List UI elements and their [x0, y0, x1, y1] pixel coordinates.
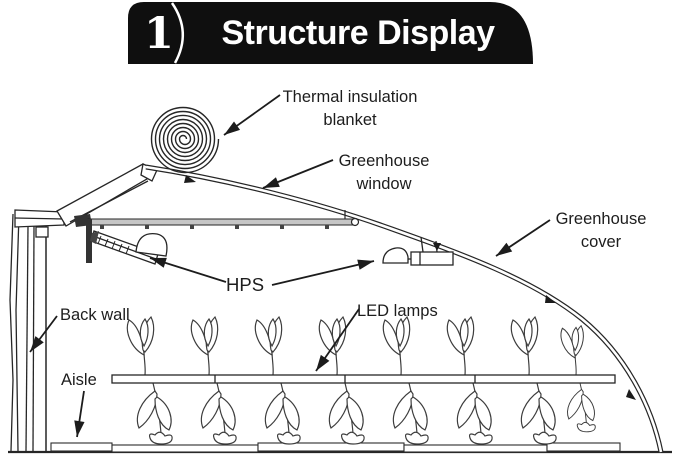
hps-lamp-right	[382, 236, 454, 266]
cover-fastener-ticks	[184, 175, 636, 400]
section-header-banner: 1 Structure Display	[128, 2, 534, 64]
section-number: 1	[144, 9, 174, 59]
greenhouse-cover-line	[145, 164, 664, 453]
label-greenhouse-cover: Greenhouse cover	[555, 210, 647, 252]
arrow-hps-right	[271, 259, 375, 286]
banner-shape	[128, 2, 533, 64]
arrow-back-wall	[29, 315, 58, 353]
hps-lamp-left	[90, 230, 168, 265]
arrow-hps-left	[149, 257, 227, 283]
arrow-led-lamps	[315, 308, 360, 372]
label-hps: HPS	[226, 274, 265, 295]
roof-ridge-beam	[56, 163, 158, 227]
back-wall-structure	[9, 209, 65, 452]
label-thermal-insulation-blanket: Thermal insulation blanket	[282, 88, 418, 130]
label-aisle: Aisle	[61, 371, 97, 389]
label-back-wall: Back wall	[60, 306, 130, 324]
arrow-thermal-blanket	[223, 94, 281, 136]
spiral-thermal-blanket	[150, 106, 220, 174]
arrow-greenhouse-cover	[495, 219, 551, 257]
ceiling-beam	[86, 210, 360, 263]
floor-strips	[50, 442, 621, 453]
arrow-greenhouse-window	[262, 159, 334, 189]
label-greenhouse-window: Greenhouse window	[338, 152, 430, 194]
section-title: Structure Display	[221, 14, 495, 52]
arrow-aisle	[74, 390, 85, 438]
label-led-lamps: LED lamps	[357, 302, 438, 320]
led-lamp-bar	[111, 374, 616, 384]
